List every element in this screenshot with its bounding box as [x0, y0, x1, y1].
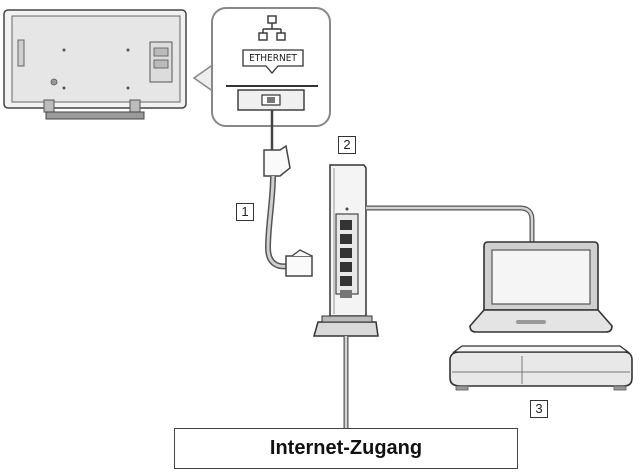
cable-plug-top — [263, 144, 291, 177]
ethernet-port-icon — [226, 85, 318, 111]
label-devices: 3 — [530, 400, 548, 418]
tv-stand — [45, 111, 145, 120]
media-player — [449, 345, 633, 391]
internet-access-box: Internet-Zugang — [174, 428, 518, 469]
port-callout — [192, 7, 331, 127]
laptop-screen — [491, 249, 591, 305]
router-wan-port — [340, 276, 352, 286]
tv-side-connectors — [17, 39, 25, 67]
network-icon — [258, 15, 286, 41]
router-stand — [313, 321, 379, 337]
lan-cable — [263, 110, 313, 277]
cable-plug-bottom — [285, 255, 313, 277]
label-router: 2 — [338, 136, 356, 154]
tv-rear — [3, 9, 187, 120]
router-lan-port — [340, 220, 352, 230]
label-cable: 1 — [236, 203, 254, 221]
router-lan-port — [340, 248, 352, 258]
router — [313, 164, 379, 337]
laptop — [469, 241, 613, 333]
router-lan-port — [340, 262, 352, 272]
ethernet-label-frame — [242, 49, 304, 74]
router-lan-port — [340, 234, 352, 244]
ethernet-label: ETHERNET — [249, 53, 297, 64]
router-device-cable — [366, 205, 535, 244]
